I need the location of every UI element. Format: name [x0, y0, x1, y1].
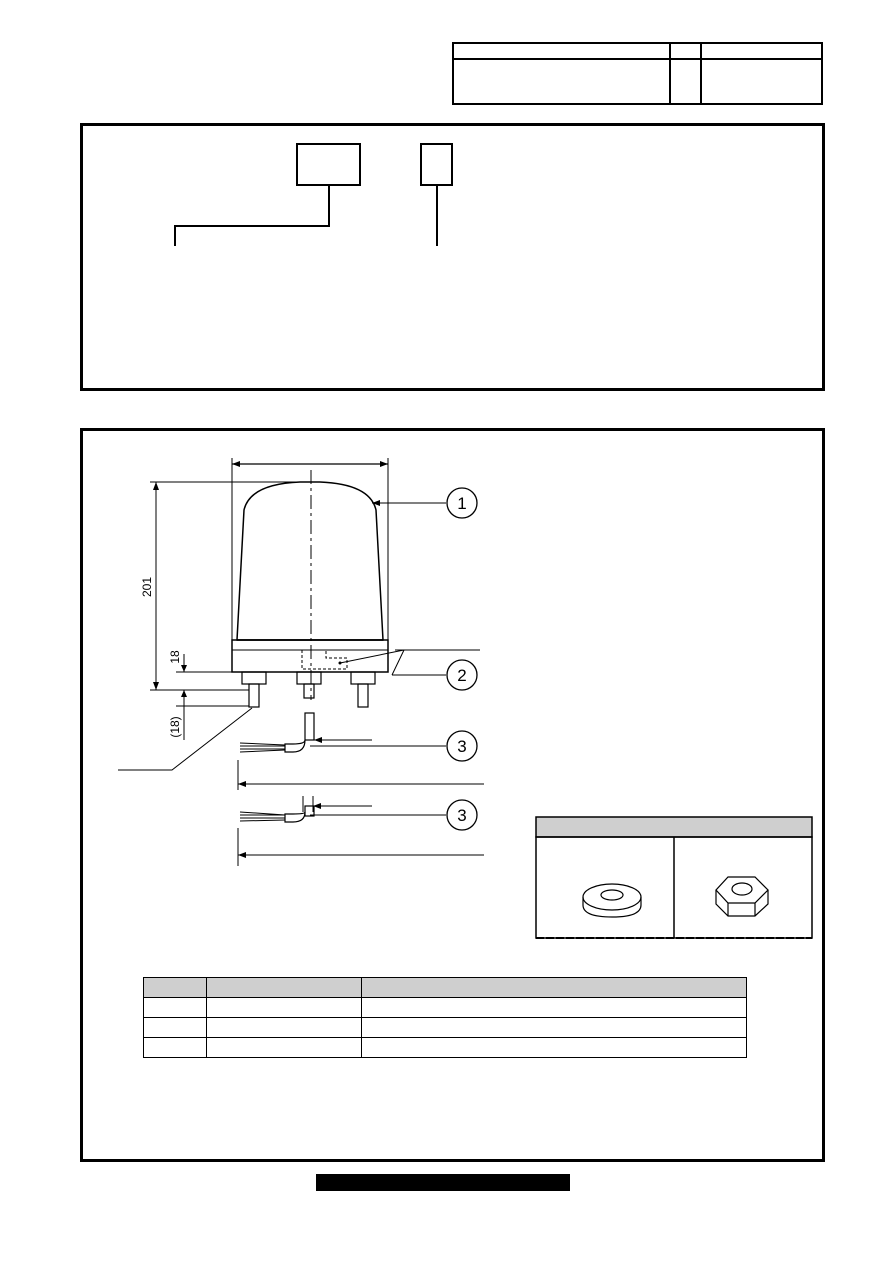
- callout-number: 3: [457, 737, 466, 756]
- accessories-header: [535, 816, 813, 838]
- internal-connector: [301, 649, 348, 670]
- height-dimension-text: 201: [140, 577, 154, 597]
- callout-number: 3: [457, 806, 466, 825]
- table-row: [143, 1017, 747, 1038]
- callout-circle-1: [446, 487, 478, 519]
- model-code-frame: [80, 123, 825, 391]
- table-row: [143, 997, 747, 1018]
- title-block: [452, 42, 823, 105]
- callout-circle-2: [446, 659, 478, 691]
- code-box-1: [296, 143, 361, 186]
- product-drawing: 201 18 (18) 1 2 3 3: [118, 458, 813, 939]
- title-block-column-line: [700, 44, 702, 103]
- boss: [241, 671, 267, 685]
- callout-leader-2: [339, 649, 405, 664]
- cable-gland: [303, 683, 315, 699]
- parts-table-header-row: [143, 977, 747, 998]
- base-housing: [231, 639, 389, 673]
- washer-icon: [582, 883, 642, 918]
- base-dimension-text: 18: [168, 650, 182, 664]
- code-leader-1: [174, 185, 330, 246]
- dim-arrow: [380, 461, 388, 467]
- callout-circle-3b: [446, 799, 478, 831]
- boss: [296, 671, 322, 685]
- drawing-frame: [80, 428, 825, 1162]
- code-box-2: [420, 143, 453, 186]
- stud-dimension-text: (18): [168, 716, 182, 737]
- mounting-stud: [357, 683, 369, 708]
- parts-table-header-cell: [361, 977, 747, 998]
- boss: [350, 671, 376, 685]
- cable-2: [284, 811, 306, 823]
- parts-table-header-cell: [143, 977, 207, 998]
- dim-arrow: [232, 461, 240, 467]
- title-block-column-line: [669, 44, 671, 103]
- callout-number: 2: [457, 666, 466, 685]
- callout-circle-3: [446, 730, 478, 762]
- callout-number: 1: [457, 494, 466, 513]
- parts-table: [143, 977, 747, 1058]
- hex-nut-icon: [715, 876, 769, 917]
- cable-1: [304, 712, 315, 741]
- stud-leader: [118, 707, 253, 771]
- mounting-stud: [248, 683, 260, 708]
- lens-dome: [236, 481, 384, 641]
- model-code-diagram: [174, 143, 453, 246]
- parts-table-header-cell: [206, 977, 362, 998]
- title-block-divider: [454, 58, 821, 60]
- footer-bar: [316, 1174, 570, 1191]
- table-row: [143, 1037, 747, 1058]
